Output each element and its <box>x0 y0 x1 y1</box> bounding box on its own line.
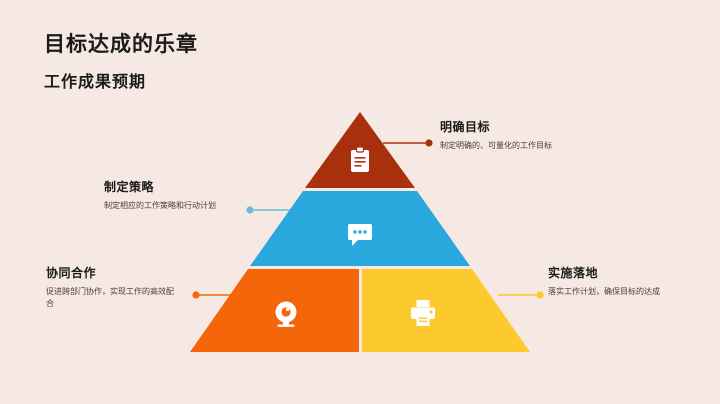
pyramid-tier-execution[interactable] <box>362 269 530 352</box>
clipboard-icon <box>351 146 369 172</box>
printer-icon <box>411 300 435 326</box>
callout-goal-description: 制定明确的、可量化的工作目标 <box>440 141 552 150</box>
callout-strategy-description: 制定相应的工作策略和行动计划 <box>104 201 216 210</box>
callout-collaboration-title: 协同合作 <box>46 266 97 280</box>
callout-collaboration[interactable]: 协同合作 促进跨部门协作，实现工作的高效配合 <box>46 264 178 311</box>
callout-execution-title: 实施落地 <box>548 266 599 280</box>
connector-strategy <box>246 206 290 214</box>
callout-strategy-title: 制定策略 <box>104 180 155 194</box>
pyramid-tier-collaboration[interactable] <box>190 269 359 352</box>
connector-execution <box>498 291 544 299</box>
callout-goal[interactable]: 明确目标 制定明确的、可量化的工作目标 <box>440 118 572 152</box>
callout-goal-title: 明确目标 <box>440 120 491 134</box>
page-title: 目标达成的乐章 <box>44 33 198 56</box>
connector-goal <box>383 139 433 147</box>
chat-bubble-icon <box>348 224 372 246</box>
callout-execution-description: 落实工作计划，确保目标的达成 <box>548 287 660 296</box>
connector-collaboration <box>192 291 240 299</box>
callout-execution[interactable]: 实施落地 落实工作计划，确保目标的达成 <box>548 264 680 298</box>
webcam-icon <box>275 301 297 327</box>
callout-collaboration-description: 促进跨部门协作，实现工作的高效配合 <box>46 287 174 309</box>
page-subtitle: 工作成果预期 <box>44 74 147 91</box>
callout-strategy[interactable]: 制定策略 制定相应的工作策略和行动计划 <box>104 178 236 212</box>
